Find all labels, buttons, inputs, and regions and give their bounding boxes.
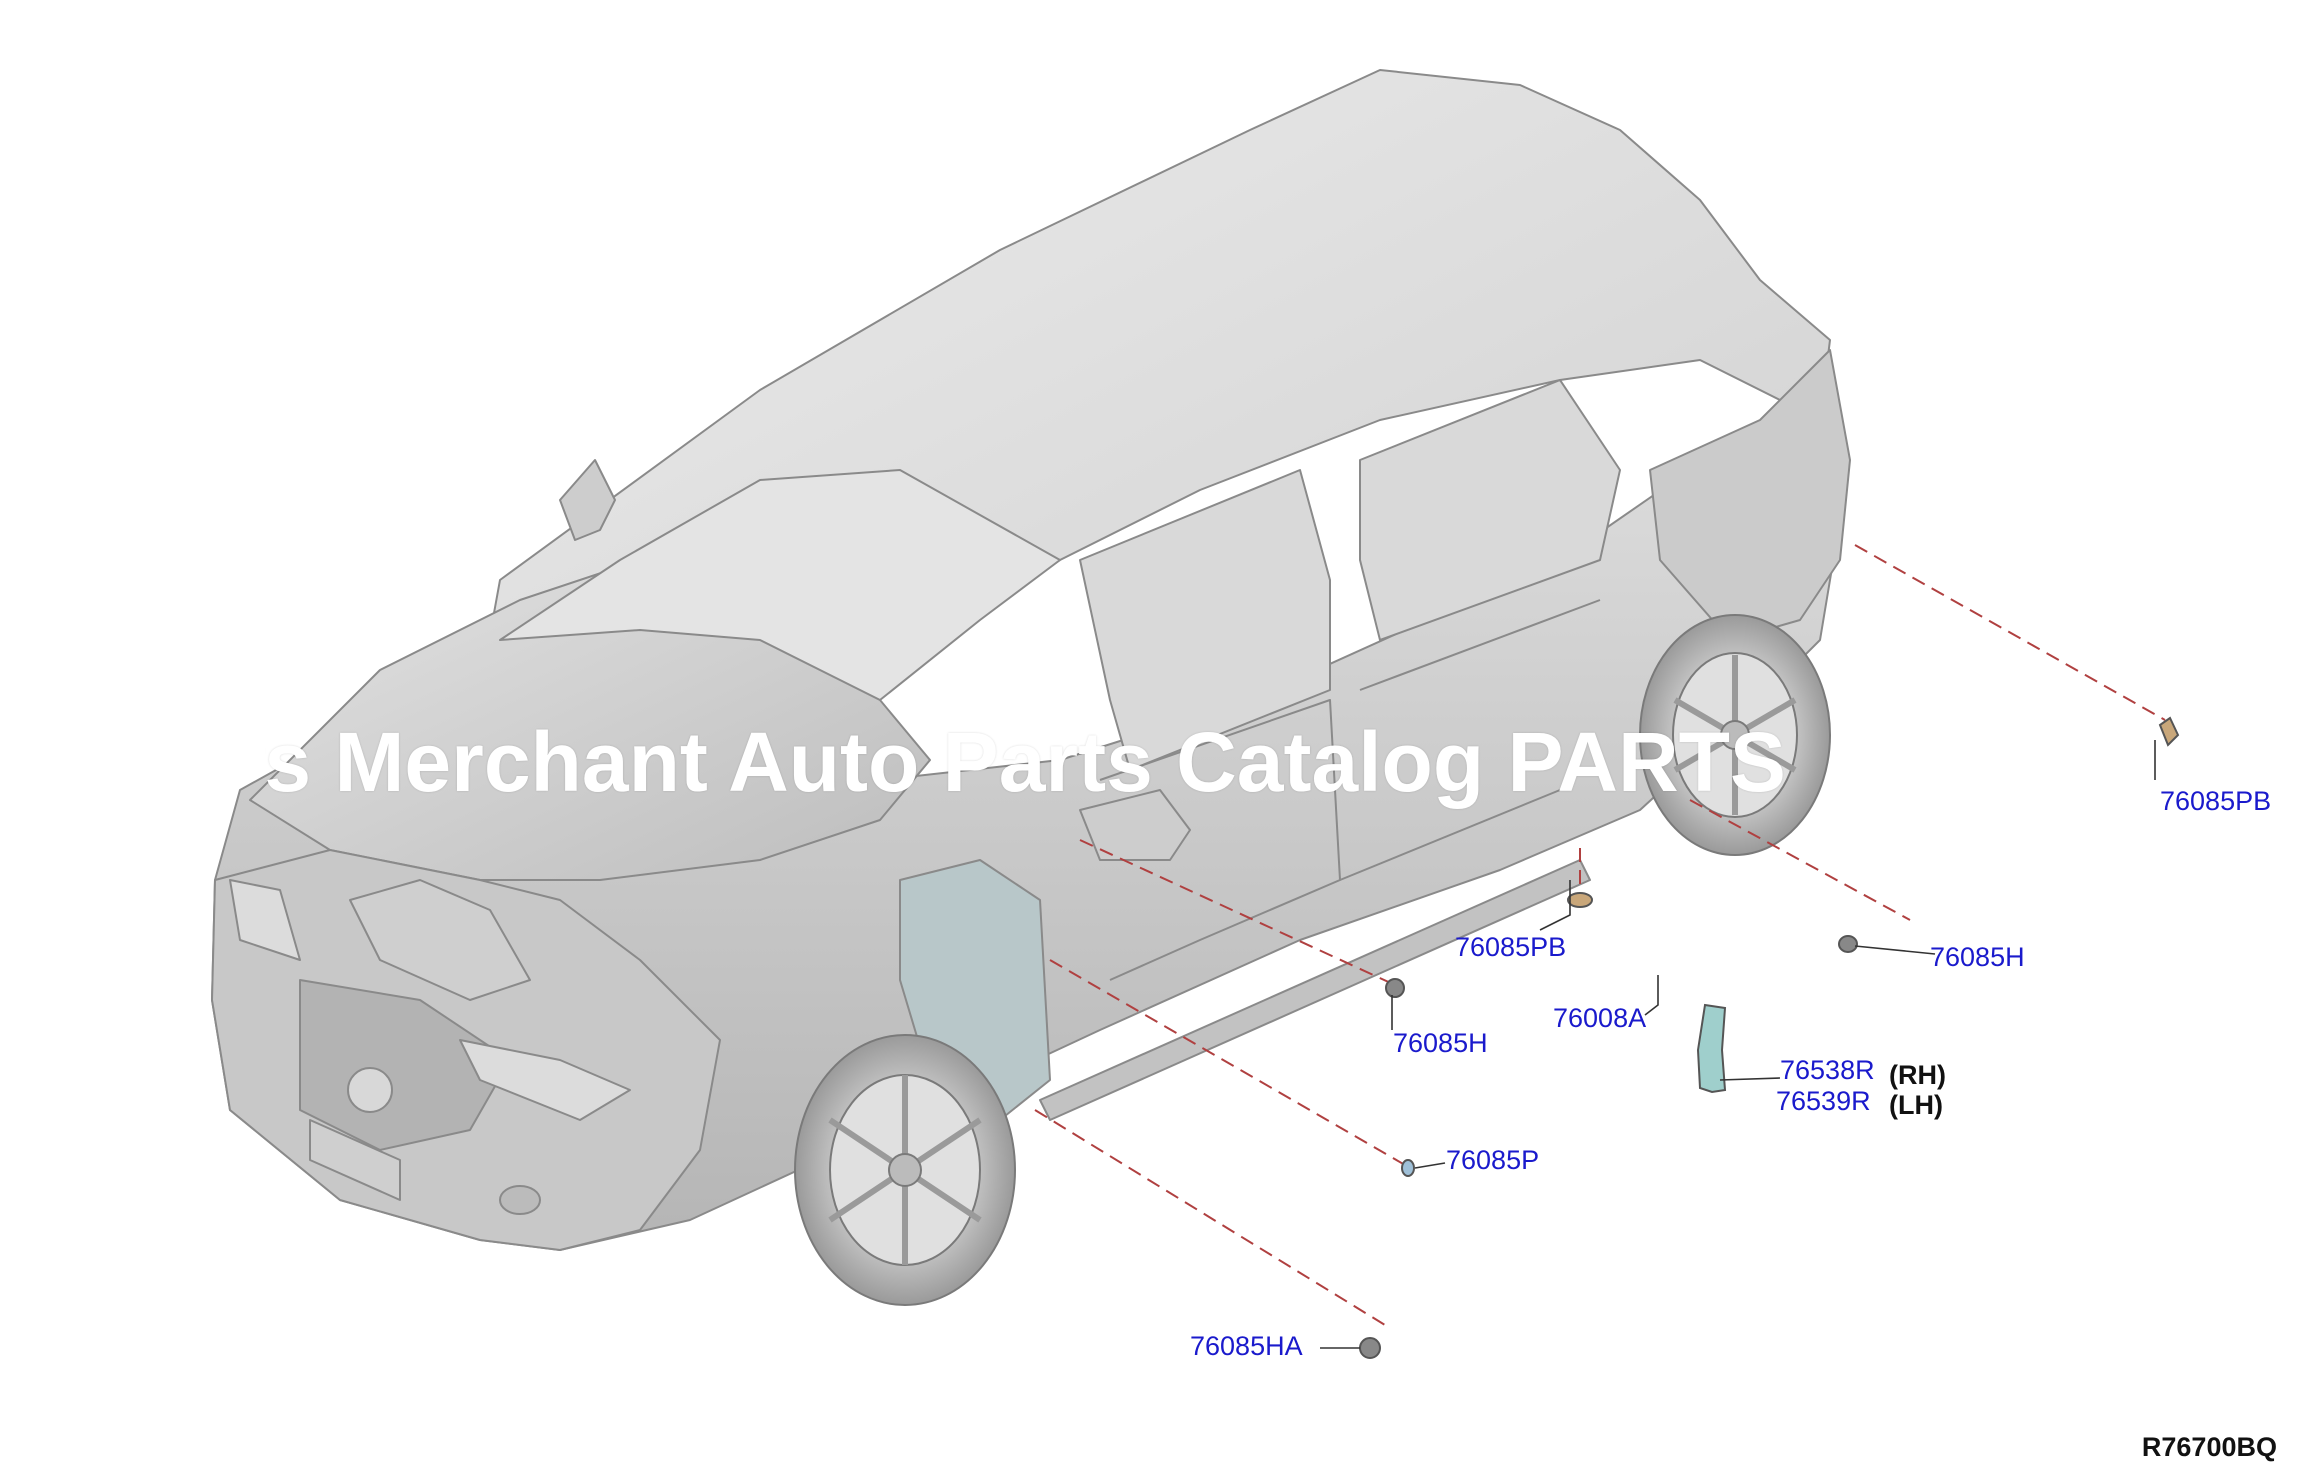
callout-76539r[interactable]: 76539R	[1776, 1086, 1871, 1116]
callout-76008a[interactable]: 76008A	[1553, 1003, 1647, 1033]
vehicle-body	[211, 69, 1851, 1251]
side-lh: (LH)	[1889, 1090, 1943, 1120]
grommet-76085h-left	[1385, 978, 1405, 998]
clip-76085pb-rear	[2158, 716, 2180, 747]
clip-76085p	[1401, 1159, 1415, 1177]
rear-wheel	[1639, 614, 1831, 856]
callout-76085p[interactable]: 76085P	[1446, 1145, 1540, 1175]
callout-76085ha[interactable]: 76085HA	[1190, 1331, 1303, 1361]
callout-76085pb-rear[interactable]: 76085PB	[2160, 786, 2272, 816]
grommet-76085h-right	[1838, 935, 1858, 953]
part-shapes	[1359, 716, 2180, 1359]
label-ticks	[1320, 740, 2156, 1349]
callout-76085h-right[interactable]: 76085H	[1930, 942, 2025, 972]
diagram-code: R76700BQ	[2141, 1432, 2277, 1462]
side-rh: (RH)	[1889, 1060, 1946, 1090]
front-wheel	[794, 1034, 1016, 1306]
callout-76085pb-center[interactable]: 76085PB	[1455, 932, 1567, 962]
leader-lines	[1034, 544, 2166, 1326]
mud-guard-76538r	[1696, 1003, 1727, 1094]
watermark-text: ers Merchant Auto Parts Catalog PARTS	[265, 715, 1786, 809]
grommet-76085ha	[1359, 1337, 1381, 1359]
callout-76085h-left[interactable]: 76085H	[1393, 1028, 1488, 1058]
clip-76085pb-center	[1567, 892, 1593, 908]
callout-76538r[interactable]: 76538R	[1780, 1055, 1875, 1085]
